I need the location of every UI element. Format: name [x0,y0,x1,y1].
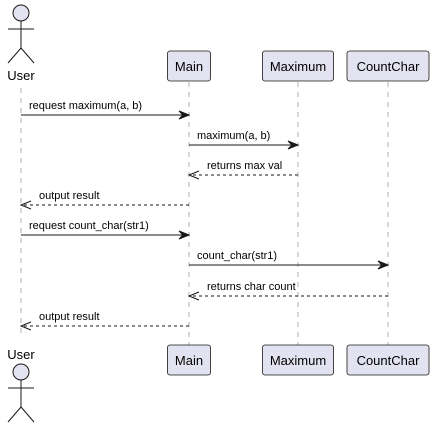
message-8-arrowhead-icon [19,321,32,331]
participant-user-top-label: User [7,68,35,83]
actor-user-bottom-icon [7,363,35,423]
participant-user-bottom-label: User [7,347,35,362]
message-2: maximum(a, b) [189,130,300,150]
message-8: output result [19,311,189,331]
message-5-label: request count_char(str1) [29,220,149,232]
participant-maximum-bottom-label: Maximum [270,353,326,368]
message-5: request count_char(str1) [21,220,191,240]
message-2-label: maximum(a, b) [197,130,270,142]
message-3-label: returns max val [207,160,282,172]
participant-main-bottom-label: Main [175,353,203,368]
participant-main-top-label: Main [175,59,203,74]
participant-countchar-top: CountChar [346,50,430,82]
participant-maximum-top: Maximum [262,50,334,82]
message-1-label: request maximum(a, b) [29,100,142,112]
participant-countchar-bottom: CountChar [346,344,430,376]
message-4-arrowhead-icon [19,200,32,210]
participant-main-bottom: Main [167,344,211,376]
message-3: returns max val [187,160,298,180]
message-7-arrowhead-icon [187,291,200,301]
message-3-arrowhead-icon [187,170,200,180]
message-2-arrowhead-icon [287,140,300,150]
message-8-label: output result [39,311,100,323]
message-6: count_char(str1) [189,250,390,270]
participant-maximum-top-label: Maximum [270,59,326,74]
participant-maximum-bottom: Maximum [262,344,334,376]
message-4-label: output result [39,190,100,202]
message-7: returns char count [187,281,388,301]
participant-main-top: Main [167,50,211,82]
message-5-arrowhead-icon [178,230,191,240]
message-1-arrowhead-icon [178,110,191,120]
participant-countchar-bottom-label: CountChar [357,353,421,368]
participant-countchar-top-label: CountChar [357,59,421,74]
actor-user-top-icon [7,4,35,64]
message-6-arrowhead-icon [377,260,390,270]
message-1: request maximum(a, b) [21,100,191,120]
message-7-label: returns char count [207,281,296,293]
message-6-label: count_char(str1) [197,250,277,262]
message-4: output result [19,190,189,210]
